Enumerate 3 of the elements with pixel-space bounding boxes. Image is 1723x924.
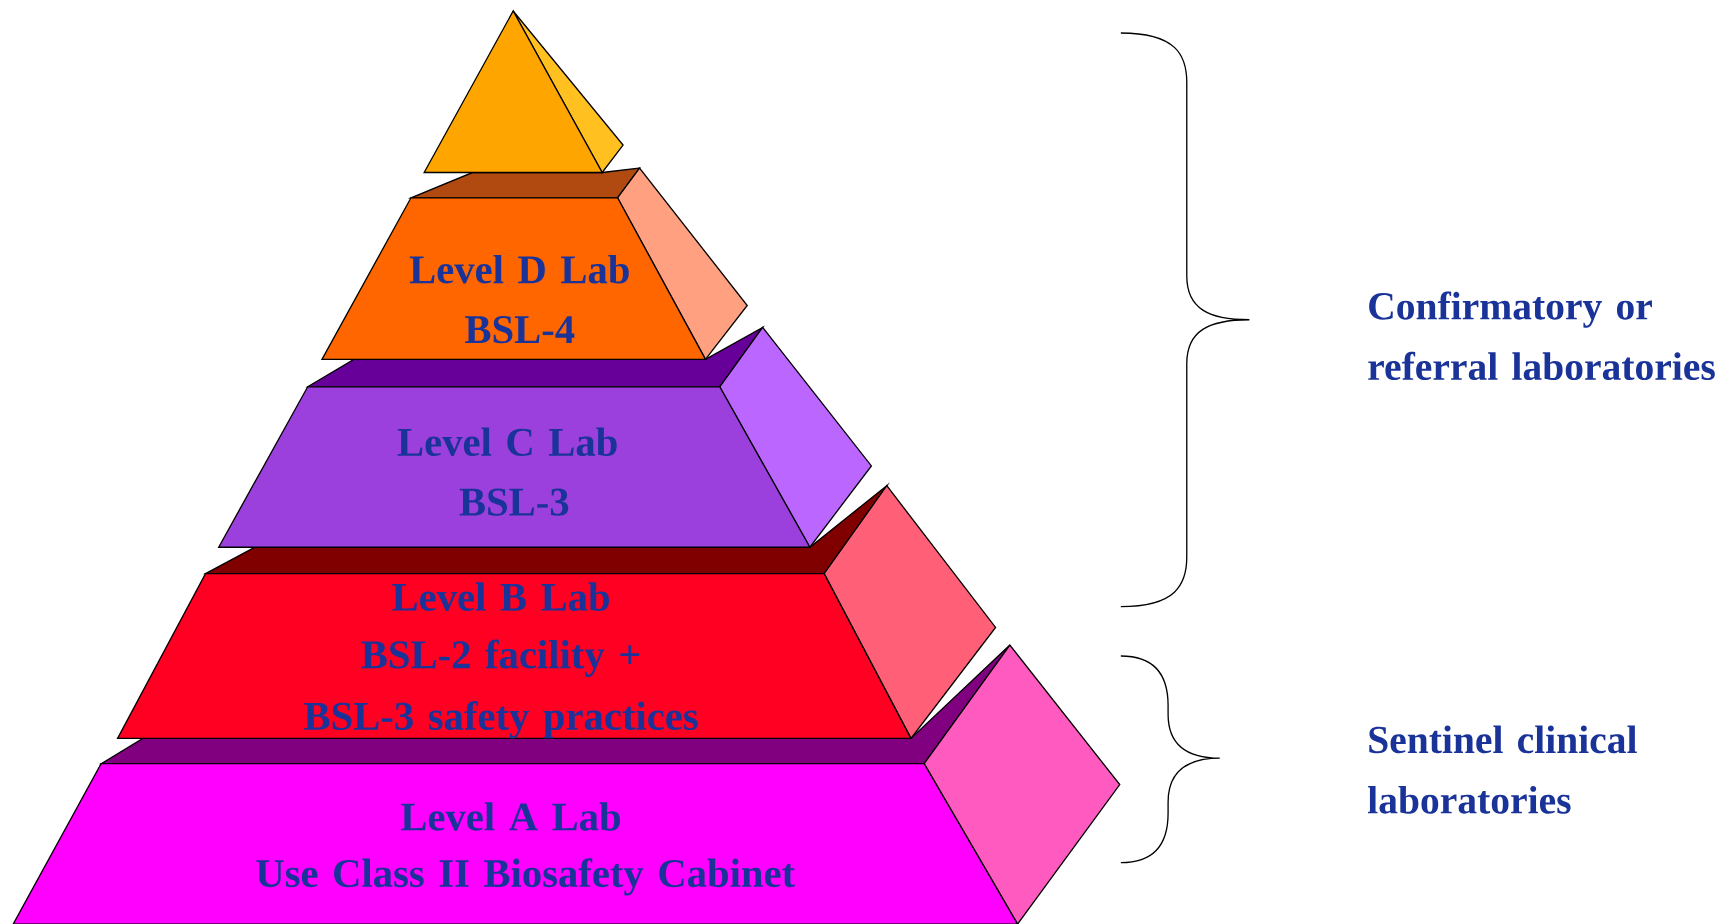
group-label: Confirmatory or referral laboratories <box>1368 291 1715 380</box>
pyramid-apex <box>423 9 624 174</box>
group-label: Sentinel clinical laboratories <box>1368 725 1637 814</box>
